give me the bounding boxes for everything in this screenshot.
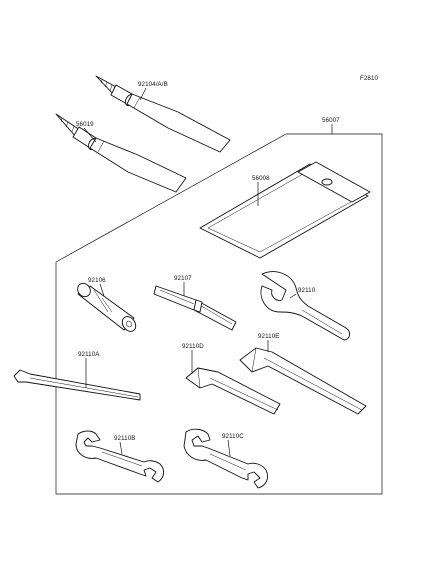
pouch-56008[interactable] [199, 161, 371, 259]
leader-92106 [99, 283, 105, 297]
label-92110B: 92110B [114, 435, 135, 442]
label-56007: 56007 [322, 117, 340, 124]
label-92107: 92107 [174, 275, 192, 282]
label-92110C: 92110C [222, 433, 244, 440]
spanner-92110[interactable] [260, 271, 351, 341]
hex-wrench-92110E[interactable] [239, 347, 367, 415]
open-wrench-92110B[interactable] [75, 430, 165, 483]
screwdriver-92107[interactable] [153, 285, 237, 331]
toolkit-frame [55, 133, 383, 495]
leader-92104 [139, 87, 147, 101]
label-92106: 92106 [88, 277, 106, 284]
leader-92110B [119, 441, 123, 455]
leader-92110C [227, 439, 231, 457]
leader-92110 [289, 293, 297, 299]
driver-grip-92106[interactable] [75, 281, 138, 334]
leader-56019 [83, 127, 97, 143]
figure-id: F2810 [360, 75, 379, 82]
open-wrench-92110C[interactable] [183, 428, 269, 489]
tube-92104[interactable] [95, 75, 231, 153]
label-92110: 92110 [298, 287, 316, 294]
label-92104: 92104/A/B [138, 81, 168, 88]
label-92110E: 92110E [258, 333, 279, 340]
label-92110D: 92110D [182, 343, 204, 350]
label-92110A: 92110A [78, 351, 100, 358]
label-56008: 56008 [252, 175, 270, 182]
toolkit-frame-diagonal [55, 133, 287, 263]
hex-wrench-92110A[interactable] [13, 369, 141, 401]
label-56019: 56019 [76, 121, 94, 128]
hex-wrench-92110D[interactable] [185, 367, 281, 415]
